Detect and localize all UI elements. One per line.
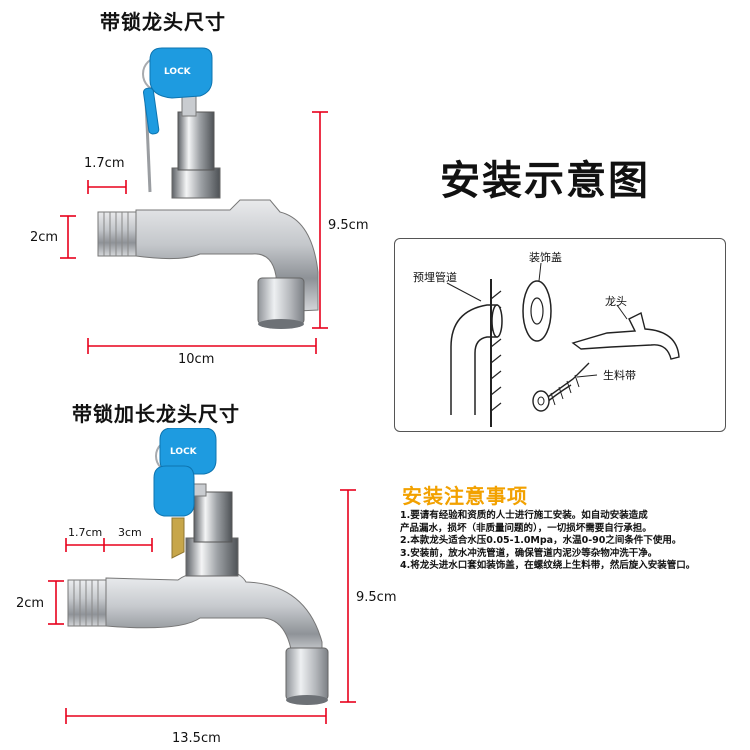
key-logo-2: LOCK	[170, 447, 198, 457]
note-line-5: 4.将龙头进水口套如装饰盖，在螺纹绕上生料带，然后旋入安装管口。	[400, 560, 696, 571]
dim-2-length: 13.5cm	[172, 731, 221, 746]
label-pipe: 预埋管道	[413, 271, 457, 284]
notes-title: 安装注意事项	[402, 484, 528, 508]
install-diagram: 预埋管道 装饰盖 龙头 生料带	[394, 238, 726, 432]
note-line-3: 2.本款龙头适合水压0.05-1.0Mpa，水温0-90之间条件下使用。	[400, 535, 682, 546]
dim-2-height: 9.5cm	[356, 590, 397, 605]
dim-2-thread: 2cm	[16, 596, 45, 611]
faucet-lock-long-image: LOCK	[67, 428, 329, 705]
label-faucet: 龙头	[605, 295, 627, 308]
section2-title: 带锁加长龙头尺寸	[72, 402, 240, 426]
dim-1-thread: 2cm	[30, 230, 59, 245]
diagram-title: 安装示意图	[440, 158, 650, 204]
section1-title: 带锁龙头尺寸	[100, 10, 226, 34]
dim-1-height: 9.5cm	[328, 218, 369, 233]
key-logo: LOCK	[164, 67, 192, 77]
dim-2-top-width-b: 3cm	[118, 526, 142, 539]
note-line-4: 3.安装前，放水冲洗管道，确保管道内泥沙等杂物冲洗干净。	[400, 547, 658, 559]
notes-list: 1.要请有经验和资质的人士进行施工安装。如自动安装造成 产品漏水，损坏（非质量问…	[400, 510, 746, 573]
dim-1-length: 10cm	[178, 352, 215, 367]
label-cover: 装饰盖	[529, 251, 562, 264]
note-line-1: 1.要请有经验和资质的人士进行施工安装。如自动安装造成	[400, 510, 648, 521]
faucet-lock-image: LOCK	[97, 47, 319, 329]
dim-1-top-width: 1.7cm	[84, 156, 125, 171]
dim-2-top-width-a: 1.7cm	[68, 526, 103, 539]
note-line-2: 产品漏水，损坏（非质量问题的），一切损坏需要自行承担。	[400, 522, 652, 534]
label-tape: 生料带	[603, 369, 636, 382]
install-diagram-drawing	[446, 262, 680, 427]
